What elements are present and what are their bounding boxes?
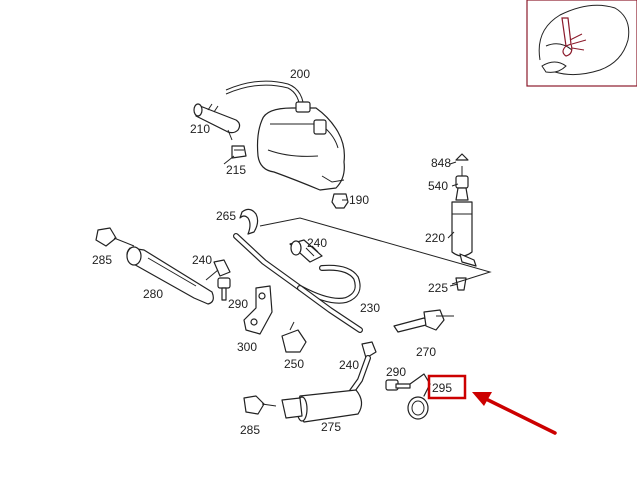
label-270: 270 — [416, 345, 436, 359]
connector-240-upper — [289, 239, 323, 263]
label-290-left: 290 — [228, 297, 248, 311]
nozzle-285-upper — [95, 227, 135, 247]
label-240-lower: 240 — [339, 358, 359, 372]
hose-230 — [233, 233, 363, 333]
bolt-290-lower — [385, 379, 411, 391]
label-240-upper: 240 — [307, 236, 327, 250]
cylinder-280 — [126, 246, 214, 305]
nozzle-285-lower — [243, 395, 277, 415]
label-265: 265 — [216, 209, 236, 223]
label-190: 190 — [349, 193, 369, 207]
highlight-box — [427, 374, 467, 400]
label-275: 275 — [321, 420, 341, 434]
reservoir-200 — [225, 80, 345, 191]
bracket-frame — [259, 217, 492, 285]
label-210: 210 — [190, 122, 210, 136]
label-250: 250 — [284, 357, 304, 371]
label-295: 295 — [432, 381, 452, 395]
nozzle-270 — [393, 309, 454, 333]
connector-250 — [281, 321, 307, 353]
label-230: 230 — [360, 301, 380, 315]
bolt-290-left — [217, 277, 231, 301]
cylinder-275 — [281, 389, 363, 423]
label-540: 540 — [428, 179, 448, 193]
label-290-lower: 290 — [386, 365, 406, 379]
grommet-215 — [231, 145, 247, 159]
pump-assembly-220 — [451, 153, 477, 291]
label-280: 280 — [143, 287, 163, 301]
clamp-295 — [407, 373, 431, 420]
label-220: 220 — [425, 231, 445, 245]
bracket-300 — [243, 285, 273, 335]
label-240-left: 240 — [192, 253, 212, 267]
label-200: 200 — [290, 67, 310, 81]
grommet-190 — [331, 193, 349, 209]
part-labels: 200 210 215 190 848 540 220 225 265 240 … — [92, 67, 452, 437]
pointer-arrow-icon — [472, 392, 557, 435]
label-300: 300 — [237, 340, 257, 354]
clip-265 — [239, 208, 259, 235]
label-285-upper: 285 — [92, 253, 112, 267]
inset-thumbnail — [526, 0, 637, 87]
label-225: 225 — [428, 281, 448, 295]
label-215: 215 — [226, 163, 246, 177]
leader-lines — [223, 129, 459, 287]
label-848: 848 — [431, 156, 451, 170]
connector-240-lower — [347, 341, 377, 397]
connector-240-left — [205, 259, 231, 281]
label-285-lower: 285 — [240, 423, 260, 437]
